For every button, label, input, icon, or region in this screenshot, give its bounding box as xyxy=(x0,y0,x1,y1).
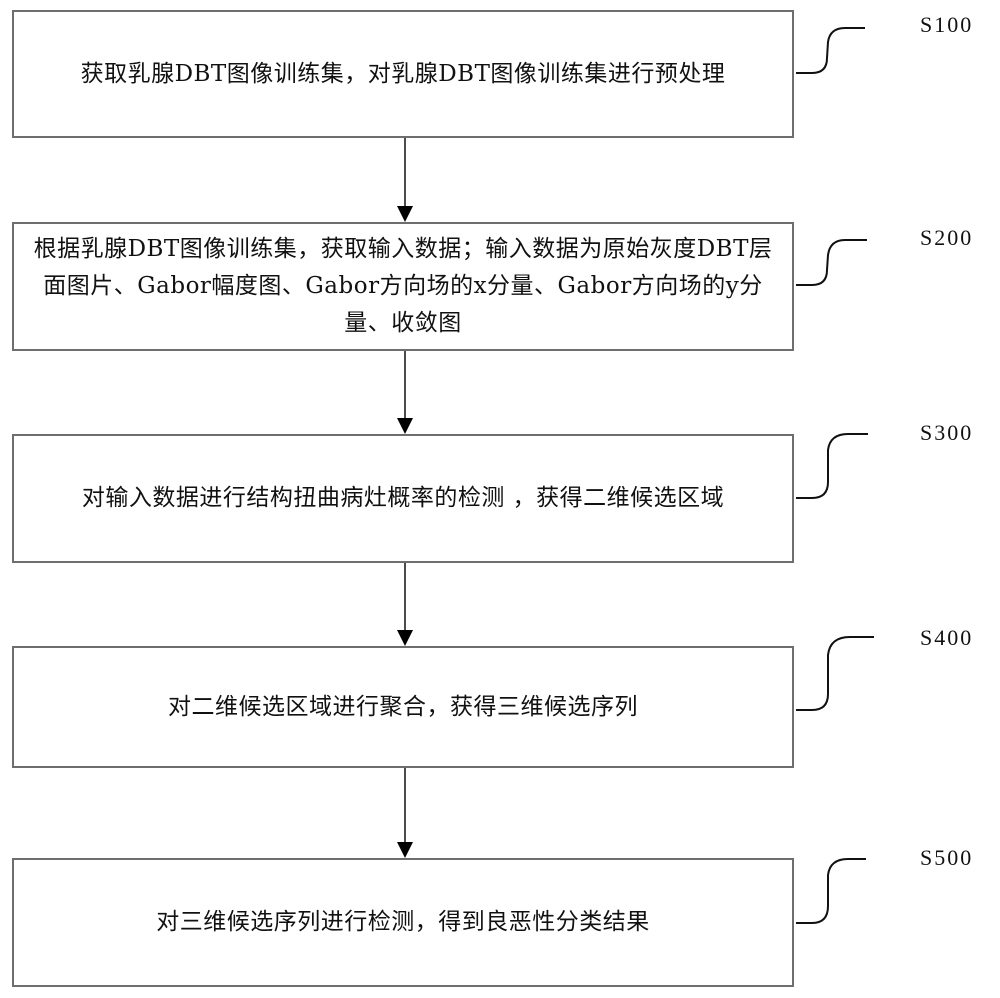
arrow-s400-s500 xyxy=(397,768,413,858)
step-box-s200: 根据乳腺DBT图像训练集，获取输入数据；输入数据为原始灰度DBT层面图片、Gab… xyxy=(12,222,794,351)
step-box-s100: 获取乳腺DBT图像训练集，对乳腺DBT图像训练集进行预处理 xyxy=(12,10,794,138)
leader-s100 xyxy=(796,27,865,74)
step-box-s500: 对三维候选序列进行检测，得到良恶性分类结果 xyxy=(12,858,794,987)
leader-s500 xyxy=(796,858,866,924)
step-text-s300: 对输入数据进行结构扭曲病灶概率的检测 ，获得二维候选区域 xyxy=(81,485,725,511)
step-box-s400: 对二维候选区域进行聚合，获得三维候选序列 xyxy=(12,646,794,768)
step-text-s200: 根据乳腺DBT图像训练集，获取输入数据；输入数据为原始灰度DBT层面图片、Gab… xyxy=(33,236,773,336)
leader-s300 xyxy=(796,433,868,499)
step-text-s100: 获取乳腺DBT图像训练集，对乳腺DBT图像训练集进行预处理 xyxy=(80,60,726,87)
step-label-s300: S300 xyxy=(920,420,974,445)
arrow-s100-s200 xyxy=(397,138,413,222)
leader-s400 xyxy=(796,636,874,711)
arrow-s300-s400 xyxy=(397,563,413,646)
step-label-s400: S400 xyxy=(920,625,974,650)
leader-s200 xyxy=(796,239,867,286)
step-label-s200: S200 xyxy=(920,225,974,250)
step-label-s100: S100 xyxy=(920,12,974,37)
arrow-s200-s300 xyxy=(397,351,413,434)
step-text-s500: 对三维候选序列进行检测，得到良恶性分类结果 xyxy=(156,909,650,935)
step-label-s500: S500 xyxy=(920,845,974,870)
step-box-s300: 对输入数据进行结构扭曲病灶概率的检测 ，获得二维候选区域 xyxy=(12,434,794,563)
step-text-s400: 对二维候选区域进行聚合，获得三维候选序列 xyxy=(168,693,638,720)
